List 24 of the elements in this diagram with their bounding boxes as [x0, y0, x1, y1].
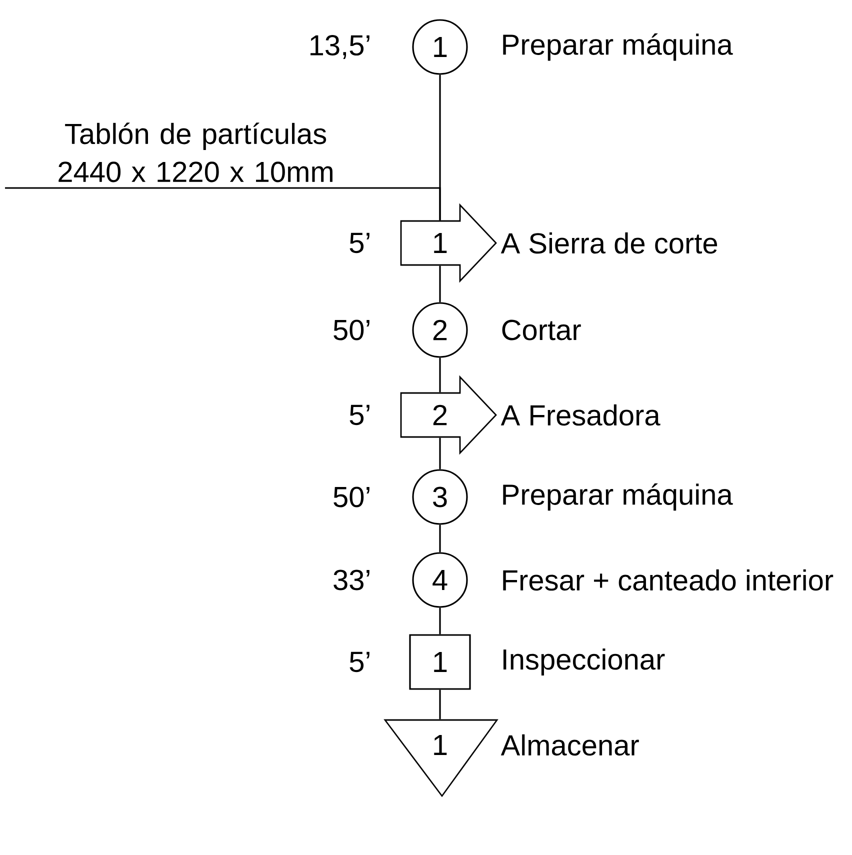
step-label: Inspeccionar	[503, 648, 665, 676]
connector-line	[439, 690, 441, 720]
time-label: 5’	[350, 232, 370, 254]
material-label: Tablón de partículas 2440 x 1220 x 10mm	[58, 122, 332, 182]
step-label: Preparar máquina	[503, 33, 733, 61]
time-label: 5’	[350, 404, 370, 426]
connector-line	[439, 524, 441, 552]
step-label: Fresar + canteado interior	[503, 569, 834, 591]
step-label: A Fresadora	[500, 404, 660, 426]
connector-line	[439, 266, 441, 302]
connector-line	[5, 187, 441, 220]
time-label: 5’	[350, 652, 370, 672]
connector-line	[439, 608, 441, 634]
step-label: Preparar máquina	[503, 483, 733, 511]
time-label: 33’	[334, 570, 370, 590]
time-label: 50’	[334, 320, 370, 340]
step-label: A Sierra de corte	[500, 232, 718, 254]
step-label: Almacenar	[500, 734, 639, 756]
connector-line	[439, 358, 441, 392]
time-label: 13,5’	[310, 35, 370, 59]
inspection-square: 1	[409, 634, 471, 690]
step-label: Cortar	[502, 320, 581, 340]
connector-line	[439, 438, 441, 470]
time-label: 50’	[334, 486, 370, 508]
